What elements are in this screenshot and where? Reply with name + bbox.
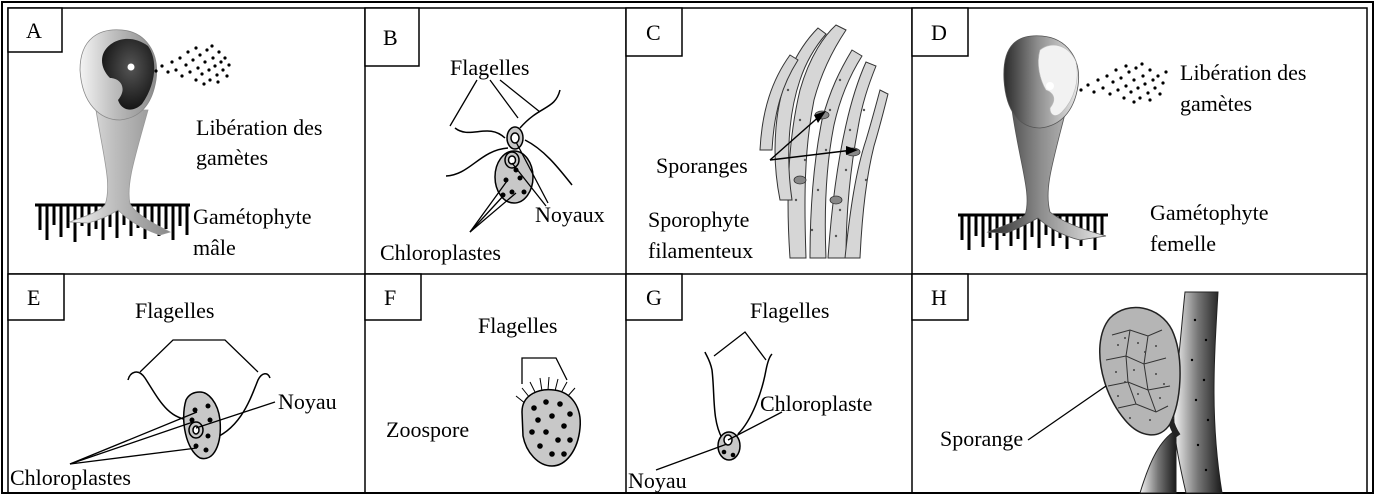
panel-b: B Flagelles: [365, 8, 605, 265]
panel-c-letter: C: [646, 20, 661, 45]
panel-g-nucleus: Noyau: [628, 468, 687, 493]
panel-e-flagella: Flagelles: [135, 298, 214, 323]
panel-e-letter: E: [27, 285, 40, 310]
panel-e-chloroplasts: Chloroplastes: [10, 465, 131, 490]
panel-c-label-line2: filamenteux: [648, 238, 753, 263]
filamentous-sporophyte-drawing: [760, 25, 888, 258]
panel-a: A: [8, 8, 322, 260]
panel-g-chloroplast: Chloroplaste: [760, 391, 872, 416]
panel-a-label-line1: Gamétophyte: [193, 204, 312, 229]
female-gametophyte-drawing: [958, 36, 1168, 250]
panel-a-release-line2: gamètes: [196, 145, 268, 170]
pointer-lines-f: [522, 358, 567, 384]
panel-a-label-line2: mâle: [193, 235, 236, 260]
panel-h: H: [912, 274, 1222, 493]
panel-d: D: [912, 8, 1306, 256]
panel-h-sporangium: Sporange: [940, 426, 1023, 451]
panel-b-flagella: Flagelles: [450, 55, 529, 80]
panel-c: C Sporanges: [626, 8, 888, 263]
panel-d-release-line2: gamètes: [1180, 91, 1252, 116]
panel-g: G Flagelles Chloroplaste Noyau: [626, 274, 872, 493]
panel-a-letter: A: [26, 18, 42, 43]
panel-b-chloroplasts: Chloroplastes: [380, 240, 501, 265]
panel-g-letter: G: [646, 285, 662, 310]
zoospore-cell: [516, 377, 580, 466]
panel-d-letter: D: [931, 20, 947, 45]
panel-f: F Flagelles Zoospore: [365, 274, 580, 466]
panel-g-flagella: Flagelles: [750, 298, 829, 323]
gamete-cell-e: [128, 372, 270, 458]
sporangium-drawing: [1100, 292, 1222, 493]
pointer-lines-b: [450, 80, 548, 232]
panel-a-release-line1: Libération des: [196, 115, 322, 140]
panel-c-sporangia: Sporanges: [656, 153, 748, 178]
panel-b-nuclei: Noyaux: [535, 202, 605, 227]
panel-b-letter: B: [383, 25, 398, 50]
panel-f-flagella: Flagelles: [478, 313, 557, 338]
panel-d-label-line1: Gamétophyte: [1150, 200, 1269, 225]
pointer-line-h: [1028, 386, 1106, 440]
panel-e-nucleus: Noyau: [278, 389, 337, 414]
panel-c-label-line1: Sporophyte: [648, 207, 749, 232]
gamete-cell-b: [446, 90, 572, 203]
panel-d-release-line1: Libération des: [1180, 60, 1306, 85]
panel-e: E Flagelles Noyau Chloroplastes: [8, 274, 337, 490]
panel-f-letter: F: [384, 285, 396, 310]
panel-h-letter: H: [931, 285, 947, 310]
pointer-lines-e: [70, 340, 275, 464]
panel-f-zoospore: Zoospore: [386, 417, 469, 442]
panel-d-label-line2: femelle: [1150, 231, 1216, 256]
